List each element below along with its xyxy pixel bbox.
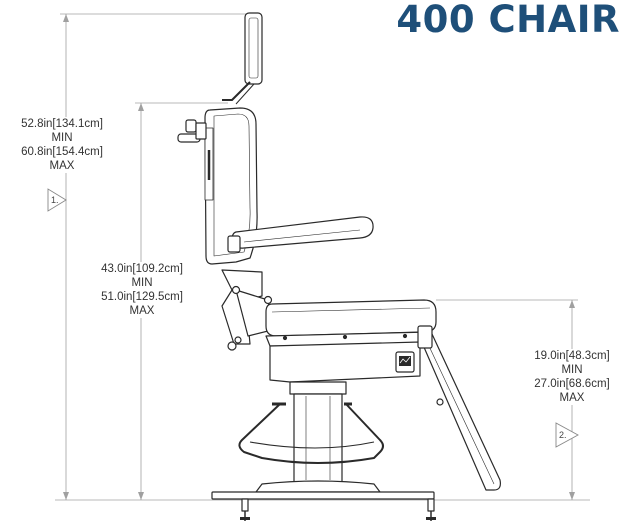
overall-height-label: 52.8in[134.1cm] MIN 60.8in[154.4cm] MAX xyxy=(6,117,118,173)
armrest xyxy=(227,216,374,253)
note-triangle-2: 2. xyxy=(555,422,579,448)
seat xyxy=(265,299,437,337)
svg-text:1.: 1. xyxy=(51,195,59,205)
back-linkage xyxy=(221,269,273,351)
backrest-height-max-word: MAX xyxy=(129,305,155,317)
svg-text:2.: 2. xyxy=(559,430,567,440)
note-triangle-1: 1. xyxy=(47,188,67,212)
foot-ring xyxy=(238,402,384,464)
backrest-height-min: 43.0in[109.2cm] xyxy=(101,263,183,275)
seat-height-max-word: MAX xyxy=(559,392,585,404)
seat-height-min: 19.0in[48.3cm] xyxy=(534,350,610,362)
overall-height-max: 60.8in[154.4cm] xyxy=(21,146,103,158)
base-plate xyxy=(211,480,436,521)
overall-height-max-word: MAX xyxy=(49,160,75,172)
seat-height-max: 27.0in[68.6cm] xyxy=(534,378,610,390)
seat-height-label: 19.0in[48.3cm] MIN 27.0in[68.6cm] MAX xyxy=(518,349,626,405)
seat-height-min-word: MIN xyxy=(561,364,583,376)
headrest xyxy=(222,12,263,105)
seat-base xyxy=(265,331,431,383)
backrest-height-label: 43.0in[109.2cm] MIN 51.0in[129.5cm] MAX xyxy=(86,262,198,318)
backrest-height-min-word: MIN xyxy=(131,277,153,289)
overall-height-min: 52.8in[134.1cm] xyxy=(21,118,103,130)
chair xyxy=(177,12,501,521)
page-title: 400 CHAIR xyxy=(396,0,620,41)
overall-height-min-word: MIN xyxy=(51,132,73,144)
base-column xyxy=(289,381,347,483)
backrest-height-max: 51.0in[129.5cm] xyxy=(101,291,183,303)
adjust-knob xyxy=(177,119,207,143)
footrest xyxy=(417,325,501,491)
